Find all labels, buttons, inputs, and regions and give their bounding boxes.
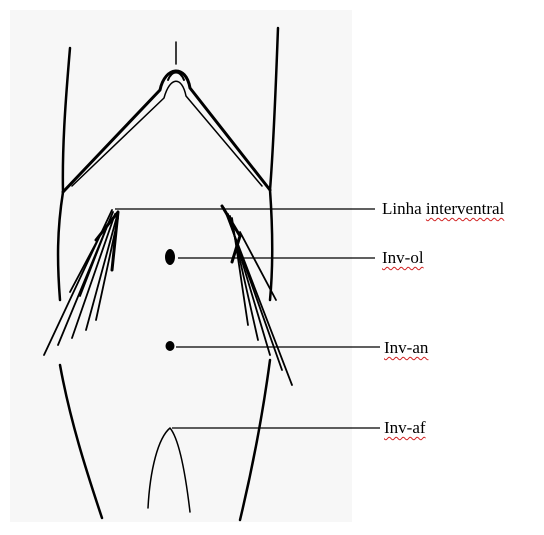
label-linha-word: interventral bbox=[426, 199, 504, 218]
label-linha-interventral: Linha interventral bbox=[382, 200, 504, 217]
label-inv-af: Inv-af bbox=[384, 419, 426, 436]
label-linha-prefix: Linha bbox=[382, 199, 426, 218]
inv-an-pore bbox=[166, 341, 175, 351]
inv-ol-pore bbox=[165, 249, 175, 265]
label-inv-an: Inv-an bbox=[384, 339, 428, 356]
drawing-panel bbox=[10, 10, 352, 522]
label-inv-ol: Inv-ol bbox=[382, 249, 424, 266]
